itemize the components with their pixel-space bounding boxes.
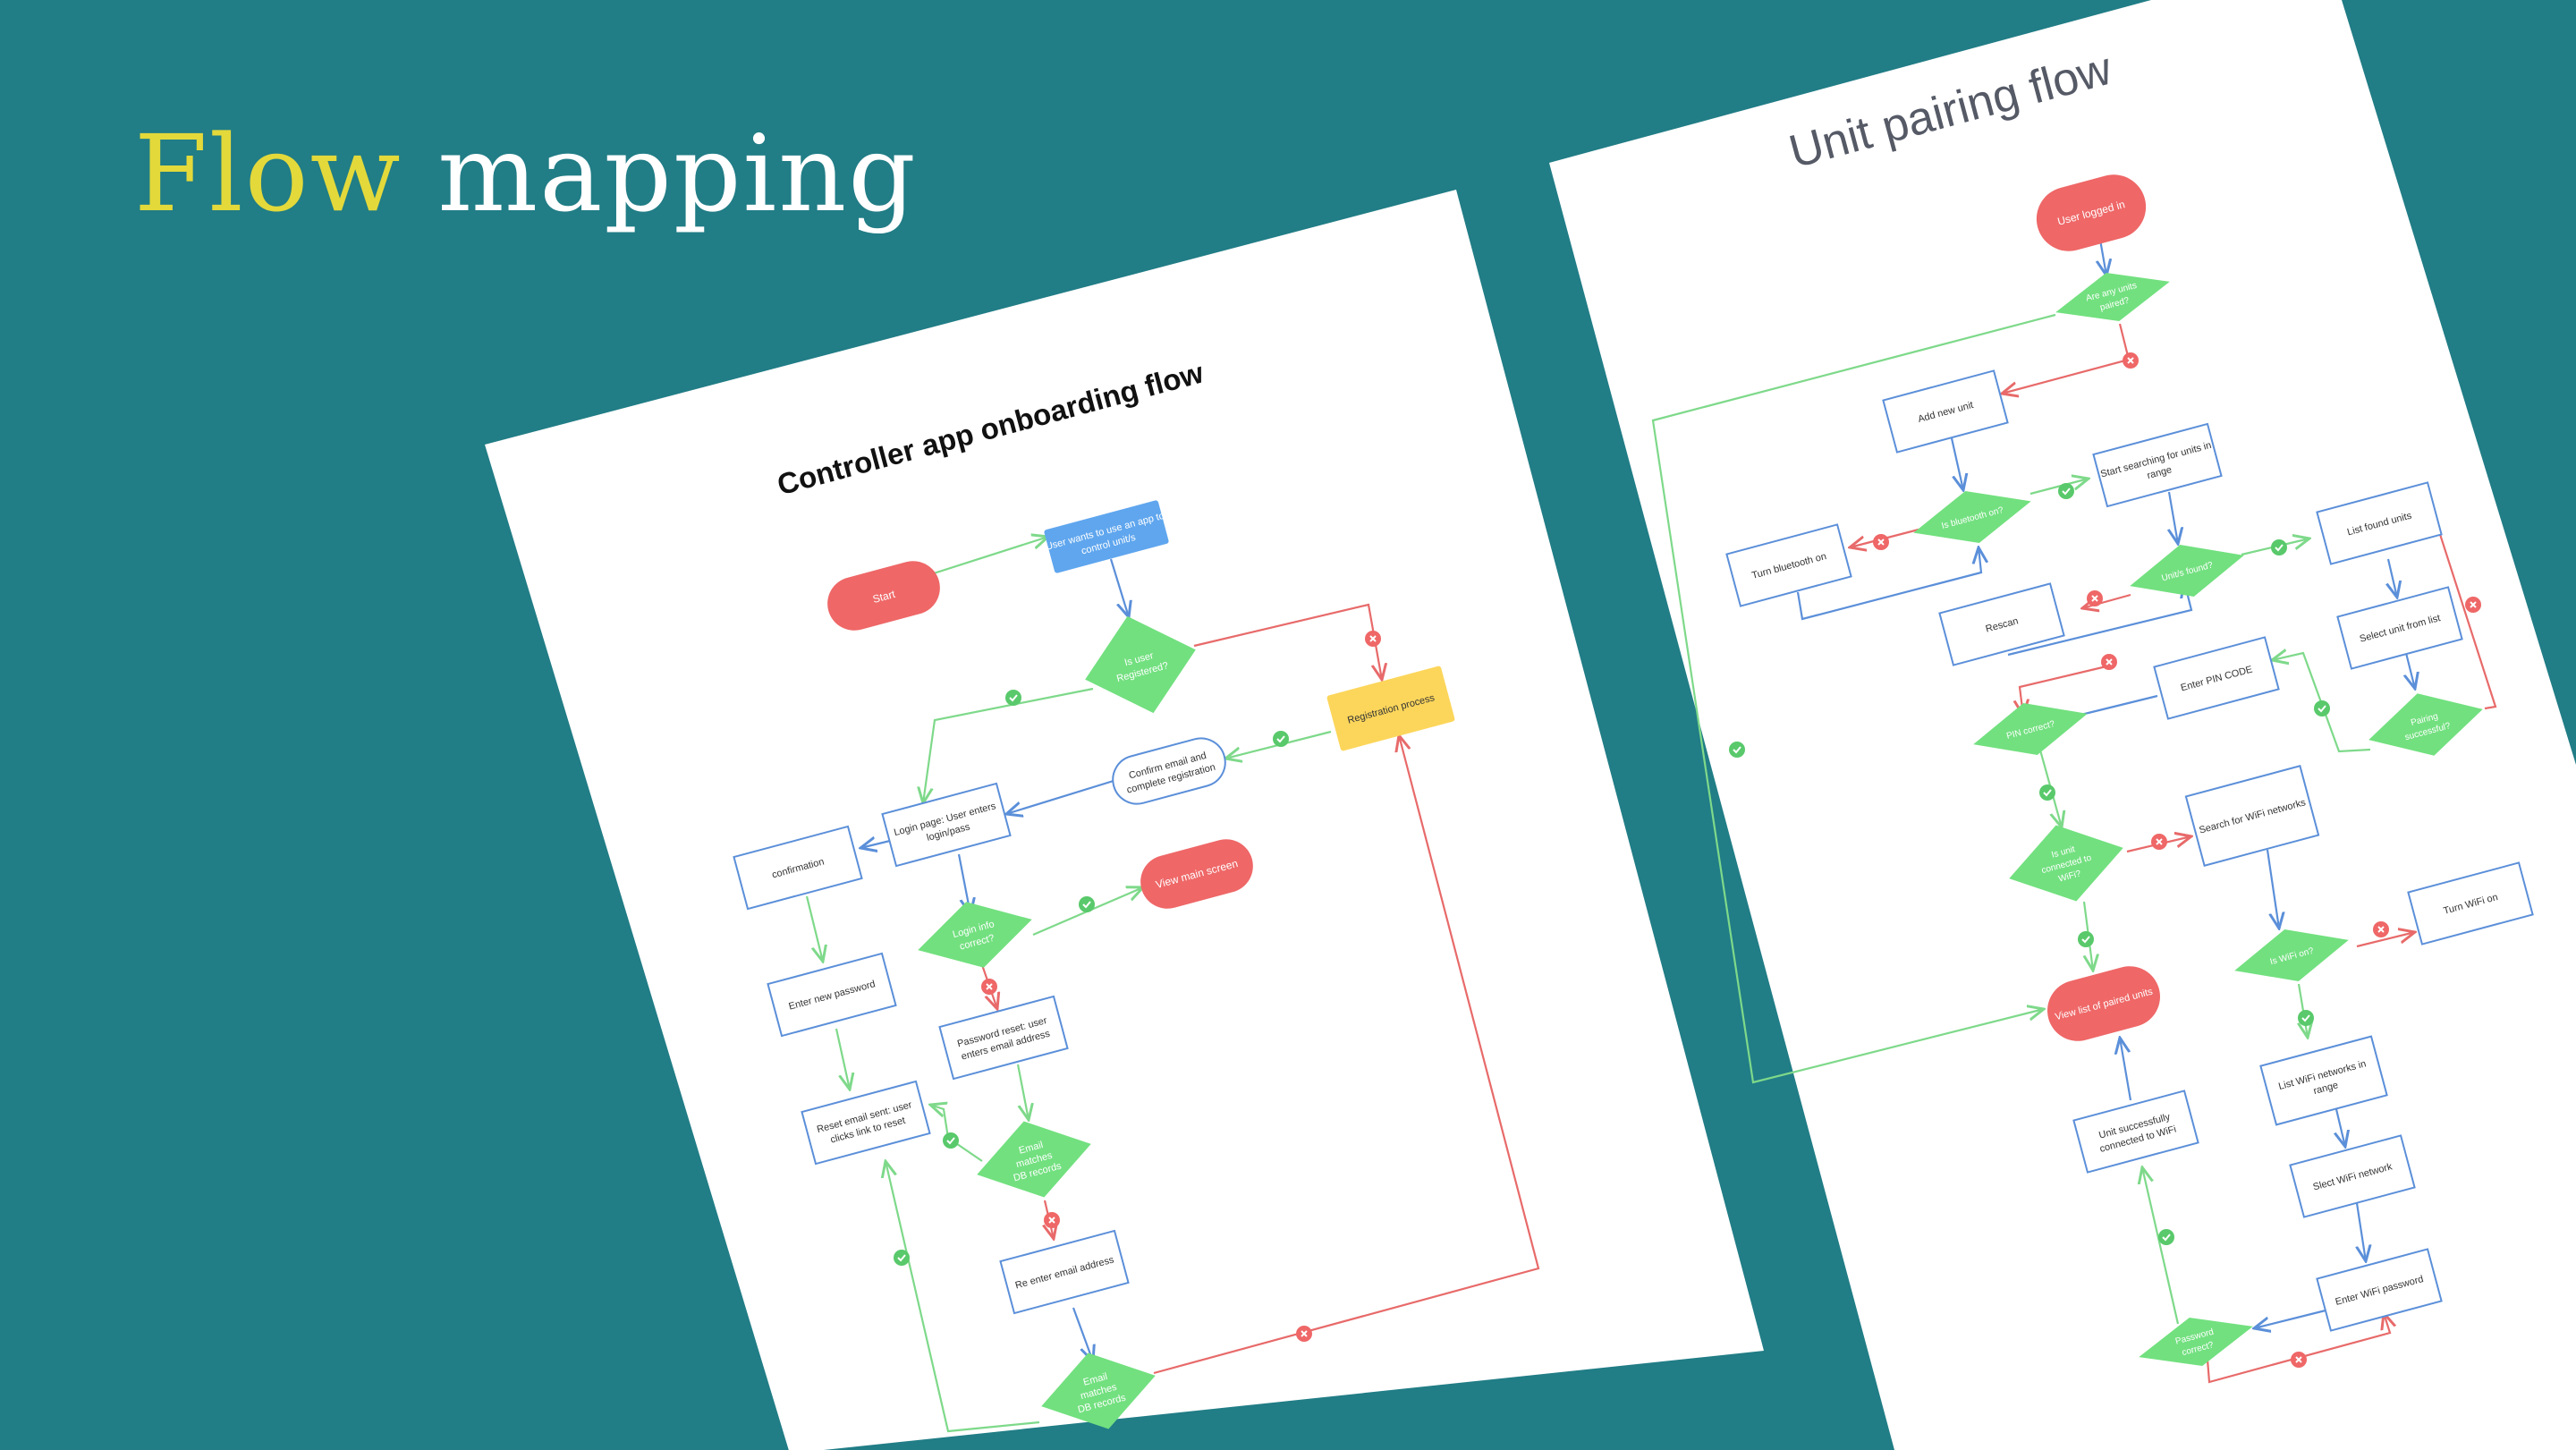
node-view-paired-units: View list of paired units bbox=[2047, 966, 2160, 1041]
node-confirmation: confirmation bbox=[733, 825, 863, 911]
decision-email-matches-1: Email matches DB records bbox=[977, 1121, 1091, 1198]
decision-is-registered: Is user Registered? bbox=[1085, 615, 1196, 714]
node-enter-pin: Enter PIN CODE bbox=[2153, 636, 2280, 720]
decision-pin-correct: PIN correct? bbox=[1973, 703, 2088, 755]
decision-is-bluetooth-on: Is bluetooth on? bbox=[1913, 491, 2031, 543]
slide-title: Flow mapping bbox=[134, 121, 918, 226]
decision-units-found: Unit/s found? bbox=[2130, 545, 2244, 597]
decision-pairing-successful: Pairing successful? bbox=[2368, 693, 2483, 756]
node-password-reset: Password reset: user enters email addres… bbox=[938, 995, 1069, 1081]
node-registration-process: Registration process bbox=[1326, 666, 1455, 751]
node-enter-wifi-password: Enter WiFi password bbox=[2316, 1248, 2443, 1332]
decision-email-matches-2: Email matches DB records bbox=[1041, 1352, 1156, 1429]
node-entry: User wants to use an app to control unit… bbox=[1044, 500, 1169, 573]
slide-title-main: mapping bbox=[437, 112, 918, 235]
node-view-main-screen: View main screen bbox=[1140, 839, 1253, 909]
node-rescan: Rescan bbox=[1938, 582, 2065, 666]
node-re-enter-email: Re enter email address bbox=[999, 1229, 1130, 1315]
node-start: Start bbox=[827, 561, 940, 631]
slide-title-accent: Flow bbox=[134, 112, 402, 235]
node-enter-new-password: Enter new password bbox=[767, 952, 897, 1038]
node-start-searching: Start searching for units in range bbox=[2092, 422, 2223, 508]
node-unit-success: Unit successfully connected to WiFi bbox=[2072, 1090, 2199, 1174]
node-login-page: Login page: User enters login/pass bbox=[881, 782, 1012, 868]
node-select-unit: Select unit from list bbox=[2336, 586, 2463, 670]
decision-any-units-paired: Are any units paired? bbox=[2055, 272, 2170, 322]
node-search-wifi: Search for WiFi networks bbox=[2184, 765, 2320, 867]
node-turn-bluetooth-on: Turn bluetooth on bbox=[1725, 523, 1852, 607]
node-list-found-units: List found units bbox=[2316, 481, 2443, 565]
node-add-new-unit: Add new unit bbox=[1882, 369, 2009, 454]
svg-text:Start: Start bbox=[871, 588, 897, 606]
node-turn-wifi-on: Turn WiFi on bbox=[2407, 861, 2534, 945]
decision-unit-connected-wifi: Is unit connected to WiFi? bbox=[2009, 825, 2123, 902]
node-select-wifi: Slect WiFi network bbox=[2289, 1134, 2416, 1218]
node-user-logged-in: User logged in bbox=[2036, 174, 2147, 251]
decision-password-correct: Password correct? bbox=[2139, 1317, 2253, 1367]
node-reset-email-sent: Reset email sent: user clicks link to re… bbox=[801, 1080, 931, 1166]
decision-login-correct: Login info correct? bbox=[918, 902, 1032, 968]
decision-is-wifi-on: Is WiFi on? bbox=[2234, 929, 2349, 981]
node-list-wifi: List WiFi networks in range bbox=[2259, 1035, 2388, 1126]
